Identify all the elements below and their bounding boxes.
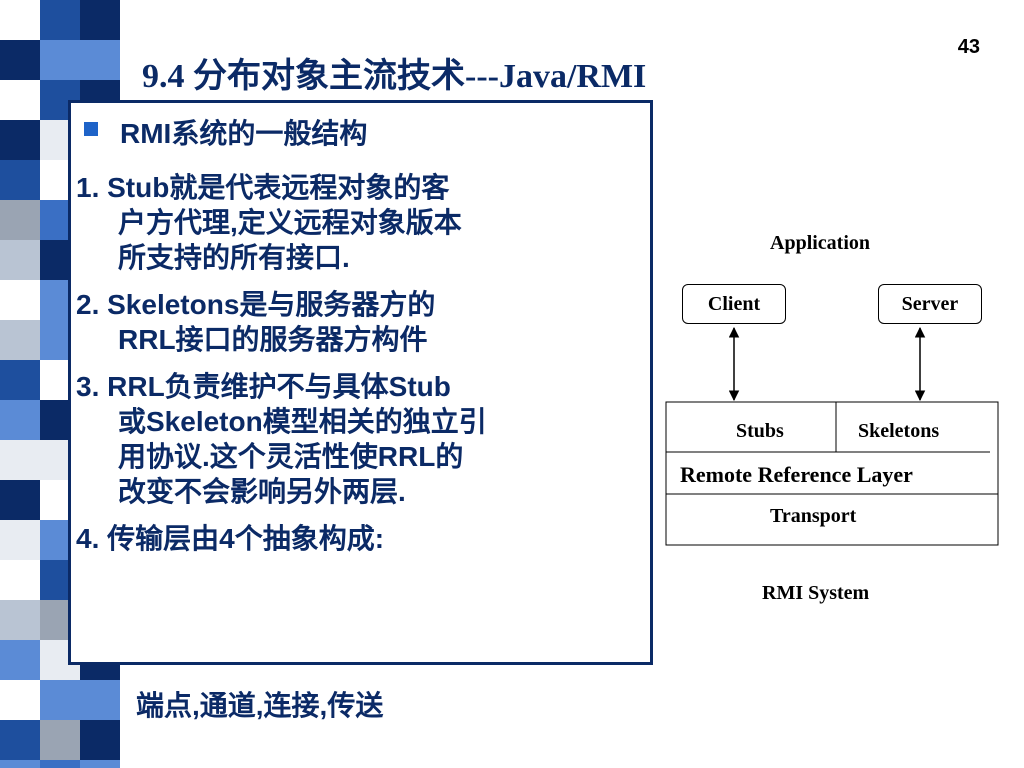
item-line: 用协议.这个灵活性使RRL的: [118, 441, 464, 472]
strip-tile: [0, 240, 40, 280]
section-heading-text: RMI系统的一般结构: [120, 118, 368, 149]
rmi-architecture-diagram: Application Client Server Stubs Skeleton…: [660, 220, 1010, 620]
list-item: 3. RRL负责维护不与具体Stub 或Skeleton模型相关的独立引 用协议…: [76, 369, 656, 509]
strip-tile: [0, 320, 40, 360]
transport-abstractions-line: 端点,通道,连接,传送: [136, 690, 384, 721]
item-line: 改变不会影响另外两层.: [118, 476, 406, 507]
item-line: 或Skeleton模型相关的独立引: [118, 406, 487, 437]
item-line: 户方代理,定义远程对象版本: [118, 207, 462, 238]
strip-tile: [0, 120, 40, 160]
strip-tile: [0, 680, 40, 720]
content-frame: [68, 100, 653, 665]
strip-tile: [40, 720, 80, 760]
strip-tile: [0, 600, 40, 640]
strip-tile: [80, 680, 120, 720]
list-item: 1. Stub就是代表远程对象的客 户方代理,定义远程对象版本 所支持的所有接口…: [76, 170, 656, 275]
transport-label: Transport: [770, 505, 857, 527]
application-label: Application: [770, 232, 871, 254]
item-line: RRL接口的服务器方构件: [118, 324, 428, 355]
strip-tile: [0, 0, 40, 40]
strip-tile: [80, 40, 120, 80]
strip-tile: [0, 160, 40, 200]
strip-tile: [80, 720, 120, 760]
stubs-label: Stubs: [736, 420, 784, 442]
item-line: 2. Skeletons是与服务器方的: [76, 289, 436, 320]
strip-tile: [80, 0, 120, 40]
strip-tile: [40, 40, 80, 80]
strip-tile: [0, 480, 40, 520]
section-heading: RMI系统的一般结构: [76, 112, 656, 152]
remote-reference-layer-label: Remote Reference Layer: [680, 462, 913, 487]
strip-tile: [80, 760, 120, 768]
strip-tile: [0, 520, 40, 560]
square-bullet-icon: [84, 122, 98, 136]
list-item: 4. 传输层由4个抽象构成:: [76, 521, 656, 556]
item-line: 4. 传输层由4个抽象构成:: [76, 523, 385, 554]
strip-tile: [0, 720, 40, 760]
strip-tile: [0, 280, 40, 320]
strip-tile: [0, 640, 40, 680]
rmi-system-label: RMI System: [762, 582, 870, 604]
strip-tile: [0, 200, 40, 240]
slide-title: 9.4 分布对象主流技术---Java/RMI: [142, 58, 647, 95]
strip-tile: [40, 680, 80, 720]
strip-tile: [0, 40, 40, 80]
strip-tile: [40, 760, 80, 768]
layers-box: [665, 401, 999, 546]
slide-number: 43: [957, 36, 980, 58]
strip-tile: [0, 560, 40, 600]
list-item: 2. Skeletons是与服务器方的 RRL接口的服务器方构件: [76, 287, 656, 357]
strip-tile: [0, 760, 40, 768]
strip-tile: [40, 0, 80, 40]
strip-tile: [0, 80, 40, 120]
item-line: 3. RRL负责维护不与具体Stub: [76, 371, 451, 402]
skeletons-label: Skeletons: [858, 420, 940, 442]
strip-tile: [0, 360, 40, 400]
slide-content: RMI系统的一般结构 1. Stub就是代表远程对象的客 户方代理,定义远程对象…: [76, 112, 656, 568]
diagram-lines: [665, 326, 999, 546]
strip-tile: [0, 440, 40, 480]
client-box: Client: [682, 284, 786, 324]
item-line: 所支持的所有接口.: [118, 242, 350, 273]
strip-tile: [0, 400, 40, 440]
server-box: Server: [878, 284, 982, 324]
item-line: 1. Stub就是代表远程对象的客: [76, 172, 450, 203]
